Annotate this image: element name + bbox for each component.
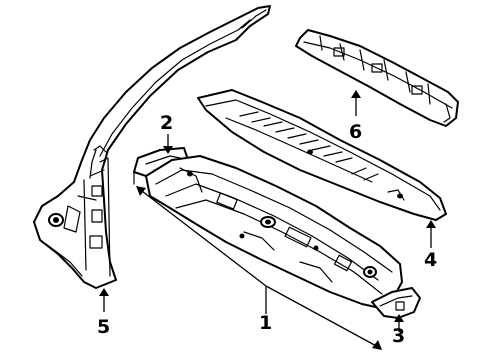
part-5-pillar xyxy=(33,5,271,289)
callout-2: 2 xyxy=(160,112,173,134)
callout-5: 5 xyxy=(97,316,110,338)
part-4-cowl-panel xyxy=(197,89,447,221)
callout-6: 6 xyxy=(349,121,362,143)
part-3-bracket xyxy=(371,287,421,319)
part-6-reinforcement xyxy=(295,29,459,127)
callout-4: 4 xyxy=(424,249,437,271)
leaders xyxy=(99,90,436,350)
callout-1: 1 xyxy=(259,312,272,334)
callout-3: 3 xyxy=(392,325,405,347)
callout-labels: 1 2 3 4 5 6 xyxy=(97,112,437,347)
